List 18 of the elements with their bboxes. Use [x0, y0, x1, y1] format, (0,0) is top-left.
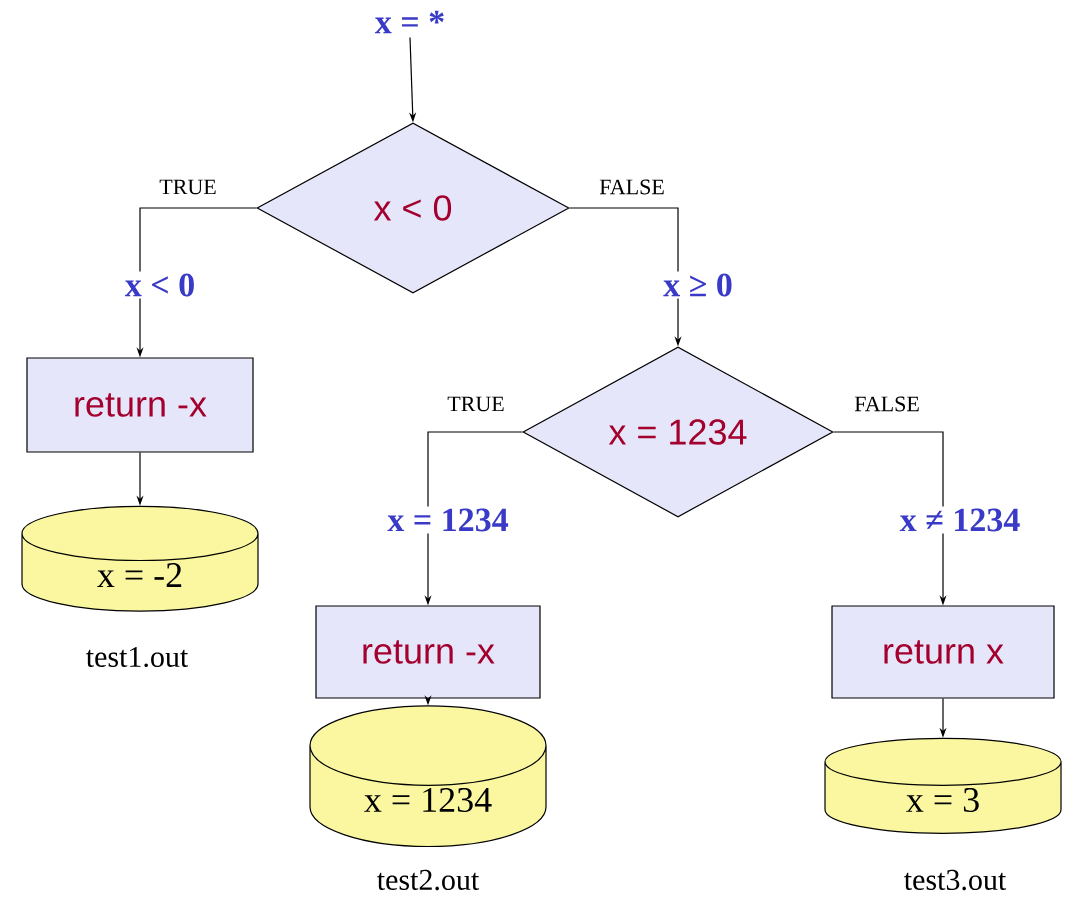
file-name: test3.out [904, 869, 1007, 891]
condition-label: x ≥ 0 [661, 271, 735, 299]
condition-label: x = 1234 [385, 506, 511, 534]
edge-label: FALSE [854, 396, 919, 412]
edge-label: FALSE [599, 179, 664, 195]
process-box: return x [831, 605, 1055, 699]
condition-label: x < 0 [122, 271, 198, 299]
process-box: return -x [315, 605, 541, 699]
output-cylinder: x = 3 [824, 737, 1062, 834]
edge-label: TRUE [159, 179, 216, 195]
output-cylinder: x = -2 [21, 505, 259, 612]
condition-label: x ≠ 1234 [897, 506, 1023, 534]
edge-label: TRUE [447, 396, 504, 412]
file-name: test2.out [377, 869, 480, 891]
output-cylinder: x = 1234 [309, 705, 547, 848]
file-name: test1.out [86, 646, 189, 668]
start-label: x = * [374, 10, 444, 34]
process-box: return -x [26, 357, 254, 453]
